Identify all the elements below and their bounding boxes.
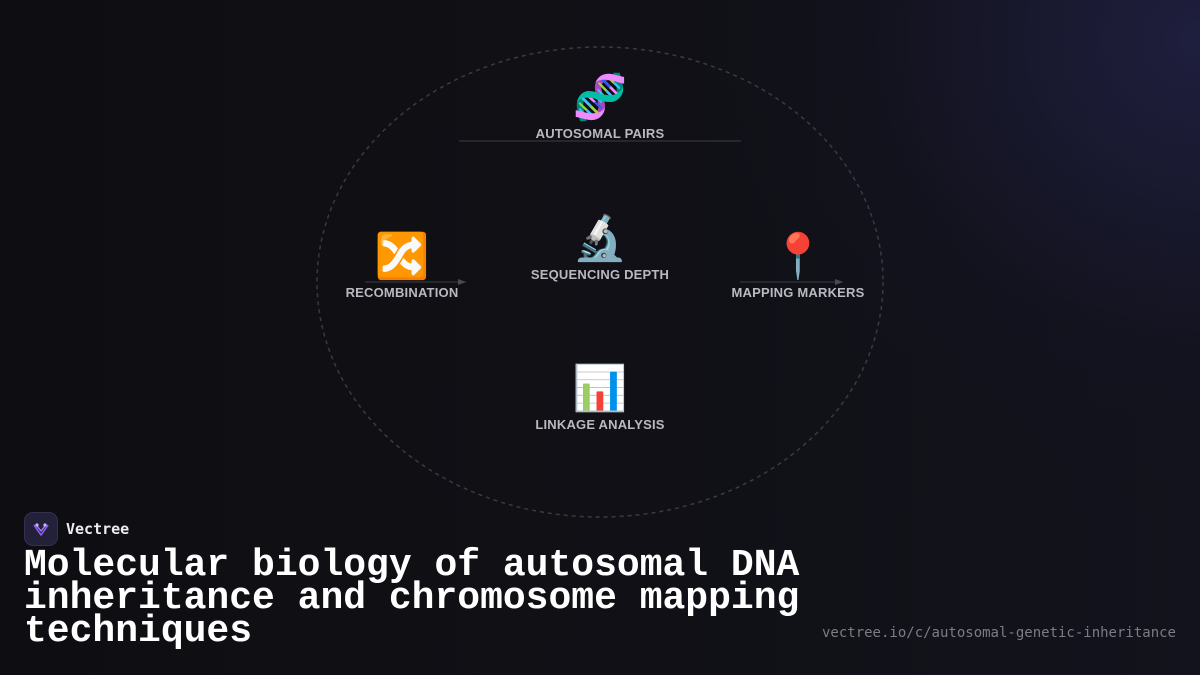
node-recombination: 🔀 RECOMBINATION xyxy=(302,231,502,301)
node-label: RECOMBINATION xyxy=(345,285,459,300)
page-url: vectree.io/c/autosomal-genetic-inheritan… xyxy=(821,625,1176,641)
node-label: AUTOSOMAL PAIRS xyxy=(535,126,665,141)
node-sequencing-depth: 🔬 SEQUENCING DEPTH xyxy=(500,213,700,283)
dna-icon: 🧬 xyxy=(572,72,628,123)
outer-ring xyxy=(316,46,884,518)
shuffle-icon: 🔀 xyxy=(374,231,430,282)
brand-name: Vectree xyxy=(66,520,130,538)
node-mapping-markers: 📍 MAPPING MARKERS xyxy=(698,231,898,301)
node-label: SEQUENCING DEPTH xyxy=(530,267,670,282)
vectree-logo-icon xyxy=(24,512,58,546)
bar-chart-icon: 📊 xyxy=(572,363,628,414)
node-linkage-analysis: 📊 LINKAGE ANALYSIS xyxy=(500,363,700,433)
node-label: LINKAGE ANALYSIS xyxy=(535,417,665,432)
node-label: MAPPING MARKERS xyxy=(731,285,865,300)
node-autosomal-pairs: 🧬 AUTOSOMAL PAIRS xyxy=(500,72,700,142)
microscope-icon: 🔬 xyxy=(572,213,628,264)
page-title: Molecular biology of autosomal DNA inher… xyxy=(24,544,800,653)
pin-icon: 📍 xyxy=(770,231,826,282)
brand: Vectree xyxy=(24,512,129,546)
